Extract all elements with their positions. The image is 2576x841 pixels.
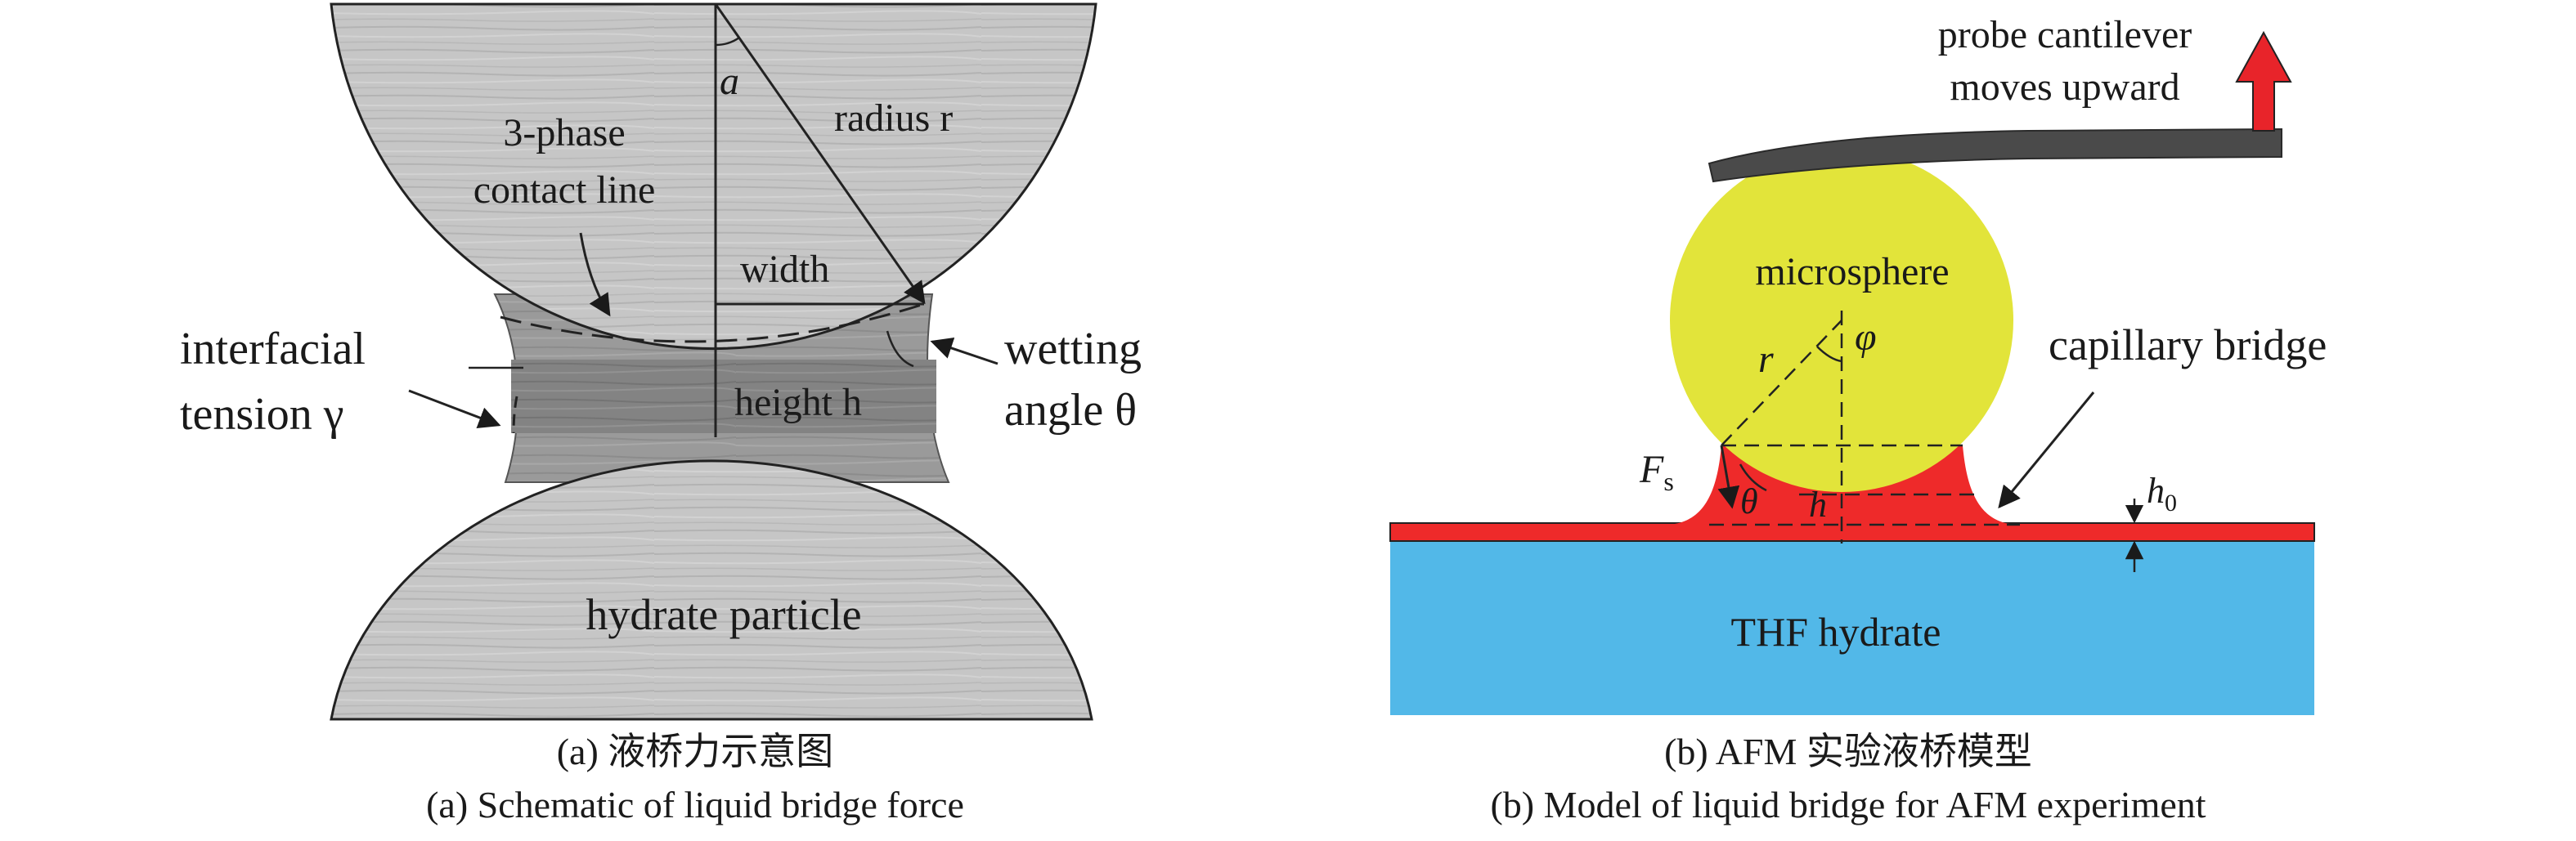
h0-symbol: h0 — [2147, 471, 2177, 517]
contact-line-pointer — [579, 232, 611, 317]
radius-dashed — [1721, 320, 1842, 446]
h0-symbol-sub: 0 — [2165, 490, 2177, 517]
caption-a-en: (a) Schematic of liquid bridge force — [426, 784, 964, 825]
contact-line-label-1: 3-phase — [503, 111, 625, 154]
tension-label-2: tension γ — [180, 389, 344, 440]
caption-a-cn: (a) 液桥力示意图 — [557, 731, 834, 772]
force-arrow — [1717, 445, 1740, 509]
wetting-label-1: wetting — [1004, 324, 1142, 374]
panel-a: a radius r 3-phase contact line width he… — [180, 2, 1142, 825]
h-symbol: h — [1809, 485, 1827, 525]
tension-label-1: interfacial — [180, 324, 366, 374]
lower-particle — [330, 459, 1093, 721]
caption-b-en: (b) Model of liquid bridge for AFM exper… — [1490, 784, 2206, 825]
cantilever-label-1: probe cantilever — [1938, 13, 2192, 56]
bridge-label: capillary bridge — [2049, 320, 2327, 369]
contact-line-label-2: contact line — [473, 168, 656, 212]
force-symbol-sub: s — [1663, 467, 1673, 496]
radius-label: radius r — [834, 96, 953, 140]
theta-arc — [1739, 463, 1767, 492]
liquid-film — [1389, 522, 2315, 542]
bridge-pointer — [1998, 391, 2095, 509]
thf-hydrate-block — [1390, 539, 2314, 715]
cantilever-label-2: moves upward — [1950, 65, 2179, 109]
width-label: width — [740, 248, 829, 291]
force-symbol-main: F — [1639, 448, 1664, 491]
wetting-label-2: angle θ — [1004, 385, 1137, 436]
theta-symbol: θ — [1740, 481, 1758, 521]
phi-symbol: φ — [1855, 315, 1877, 359]
radius-line — [714, 3, 926, 305]
wetting-arrow — [930, 337, 999, 365]
h0-symbol-main: h — [2147, 471, 2165, 511]
bridge-band — [511, 360, 936, 433]
angle-a-symbol: a — [720, 60, 739, 103]
force-symbol: Fs — [1639, 448, 1674, 496]
height-label: height h — [734, 381, 862, 424]
microsphere-label: microsphere — [1755, 250, 1949, 293]
phi-arc — [1816, 346, 1842, 363]
upward-arrow — [2235, 30, 2292, 132]
probe-cantilever — [1708, 127, 2282, 183]
panel-b: probe cantilever moves upward microspher… — [1389, 13, 2327, 825]
r-symbol: r — [1758, 338, 1774, 381]
wetting-angle-arc — [886, 330, 914, 368]
angle-a-arc — [715, 36, 740, 47]
caption-b-cn: (b) AFM 实验液桥模型 — [1664, 731, 2032, 772]
thf-hydrate-label: THF hydrate — [1731, 609, 1941, 655]
particle-label: hydrate particle — [586, 590, 861, 639]
tension-arrow — [408, 389, 501, 428]
upper-particle — [330, 2, 1097, 351]
tension-curve — [512, 396, 518, 434]
